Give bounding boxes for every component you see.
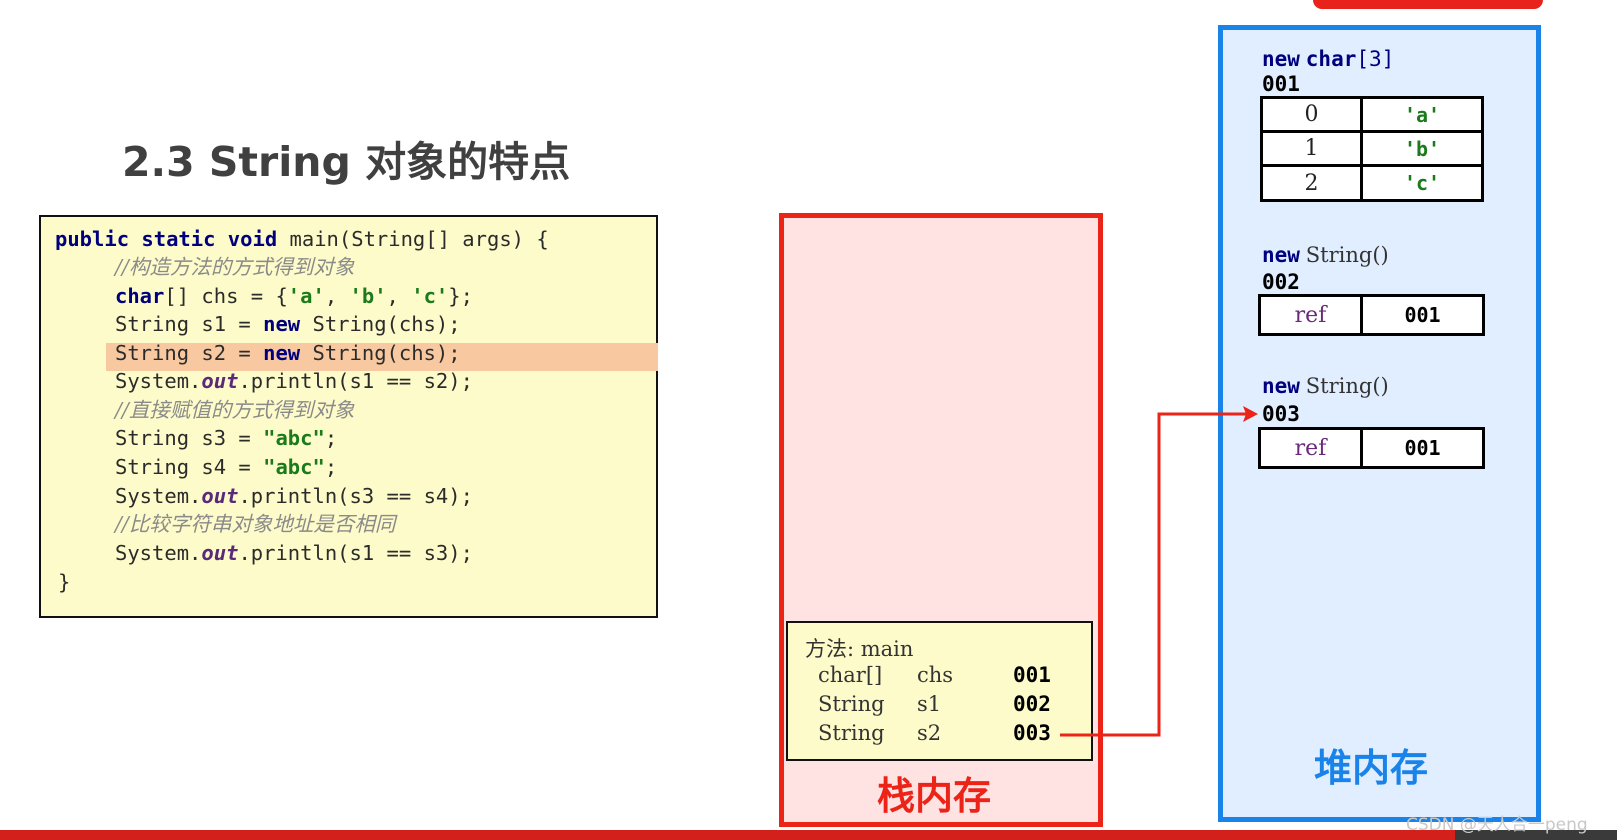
slide-title: 2.3 String 对象的特点 <box>122 138 571 186</box>
code-line-1: public static void main(String[] args) { <box>55 227 549 251</box>
highlighted-line-bg <box>106 343 658 371</box>
bottom-dark-bar <box>1455 830 1617 840</box>
frame-var-addr-1: 001 <box>1013 663 1051 687</box>
heap-obj1-header: new char[3] <box>1262 47 1395 71</box>
code-line-9: String s4 = "abc"; <box>115 455 338 479</box>
heap-obj2-addr: 002 <box>1262 270 1300 294</box>
obj3-ref-label: ref <box>1258 427 1363 469</box>
array-value-0: 'a' <box>1360 96 1484 133</box>
code-line-4: String s1 = new String(chs); <box>115 312 461 336</box>
heap-memory-label: 堆内存 <box>1314 746 1429 790</box>
code-comment-2: //直接赋值的方式得到对象 <box>115 398 355 422</box>
frame-var-name-2: s1 <box>917 692 942 716</box>
obj3-ref-value: 001 <box>1360 427 1485 469</box>
code-comment-1: //构造方法的方式得到对象 <box>115 255 355 279</box>
code-line-10: System.out.println(s3 == s4); <box>115 484 473 508</box>
code-comment-3: //比较字符串对象地址是否相同 <box>115 512 396 536</box>
main-stack-frame <box>786 621 1093 761</box>
code-line-5-highlighted: String s2 = new String(chs); <box>115 341 461 365</box>
frame-var-name-3: s2 <box>917 721 942 745</box>
code-line-3: char[] chs = {'a', 'b', 'c'}; <box>115 284 473 308</box>
code-line-13: } <box>58 570 71 594</box>
frame-var-type-1: char[] <box>818 663 883 687</box>
heap-obj1-addr: 001 <box>1262 72 1300 96</box>
array-value-1: 'b' <box>1360 130 1484 167</box>
heap-obj3-addr: 003 <box>1262 402 1300 426</box>
watermark: CSDN @天人合一peng <box>1406 815 1588 835</box>
bottom-red-bar <box>0 830 1617 840</box>
array-value-2: 'c' <box>1360 164 1484 202</box>
array-index-2: 2 <box>1260 164 1363 202</box>
obj2-ref-label: ref <box>1258 294 1363 336</box>
frame-var-addr-3: 003 <box>1013 721 1051 745</box>
code-panel <box>39 215 658 618</box>
obj2-ref-value: 001 <box>1360 294 1485 336</box>
code-line-12: System.out.println(s1 == s3); <box>115 541 473 565</box>
frame-var-type-3: String <box>818 721 885 745</box>
frame-title: 方法: main <box>805 637 914 661</box>
frame-var-type-2: String <box>818 692 885 716</box>
top-red-tab <box>1313 0 1543 9</box>
frame-var-addr-2: 002 <box>1013 692 1051 716</box>
heap-obj2-header: new String() <box>1262 243 1389 267</box>
heap-obj3-header: new String() <box>1262 374 1389 398</box>
code-line-8: String s3 = "abc"; <box>115 426 338 450</box>
stack-memory-label: 栈内存 <box>877 774 992 818</box>
code-line-6: System.out.println(s1 == s2); <box>115 369 473 393</box>
frame-var-name-1: chs <box>917 663 954 687</box>
